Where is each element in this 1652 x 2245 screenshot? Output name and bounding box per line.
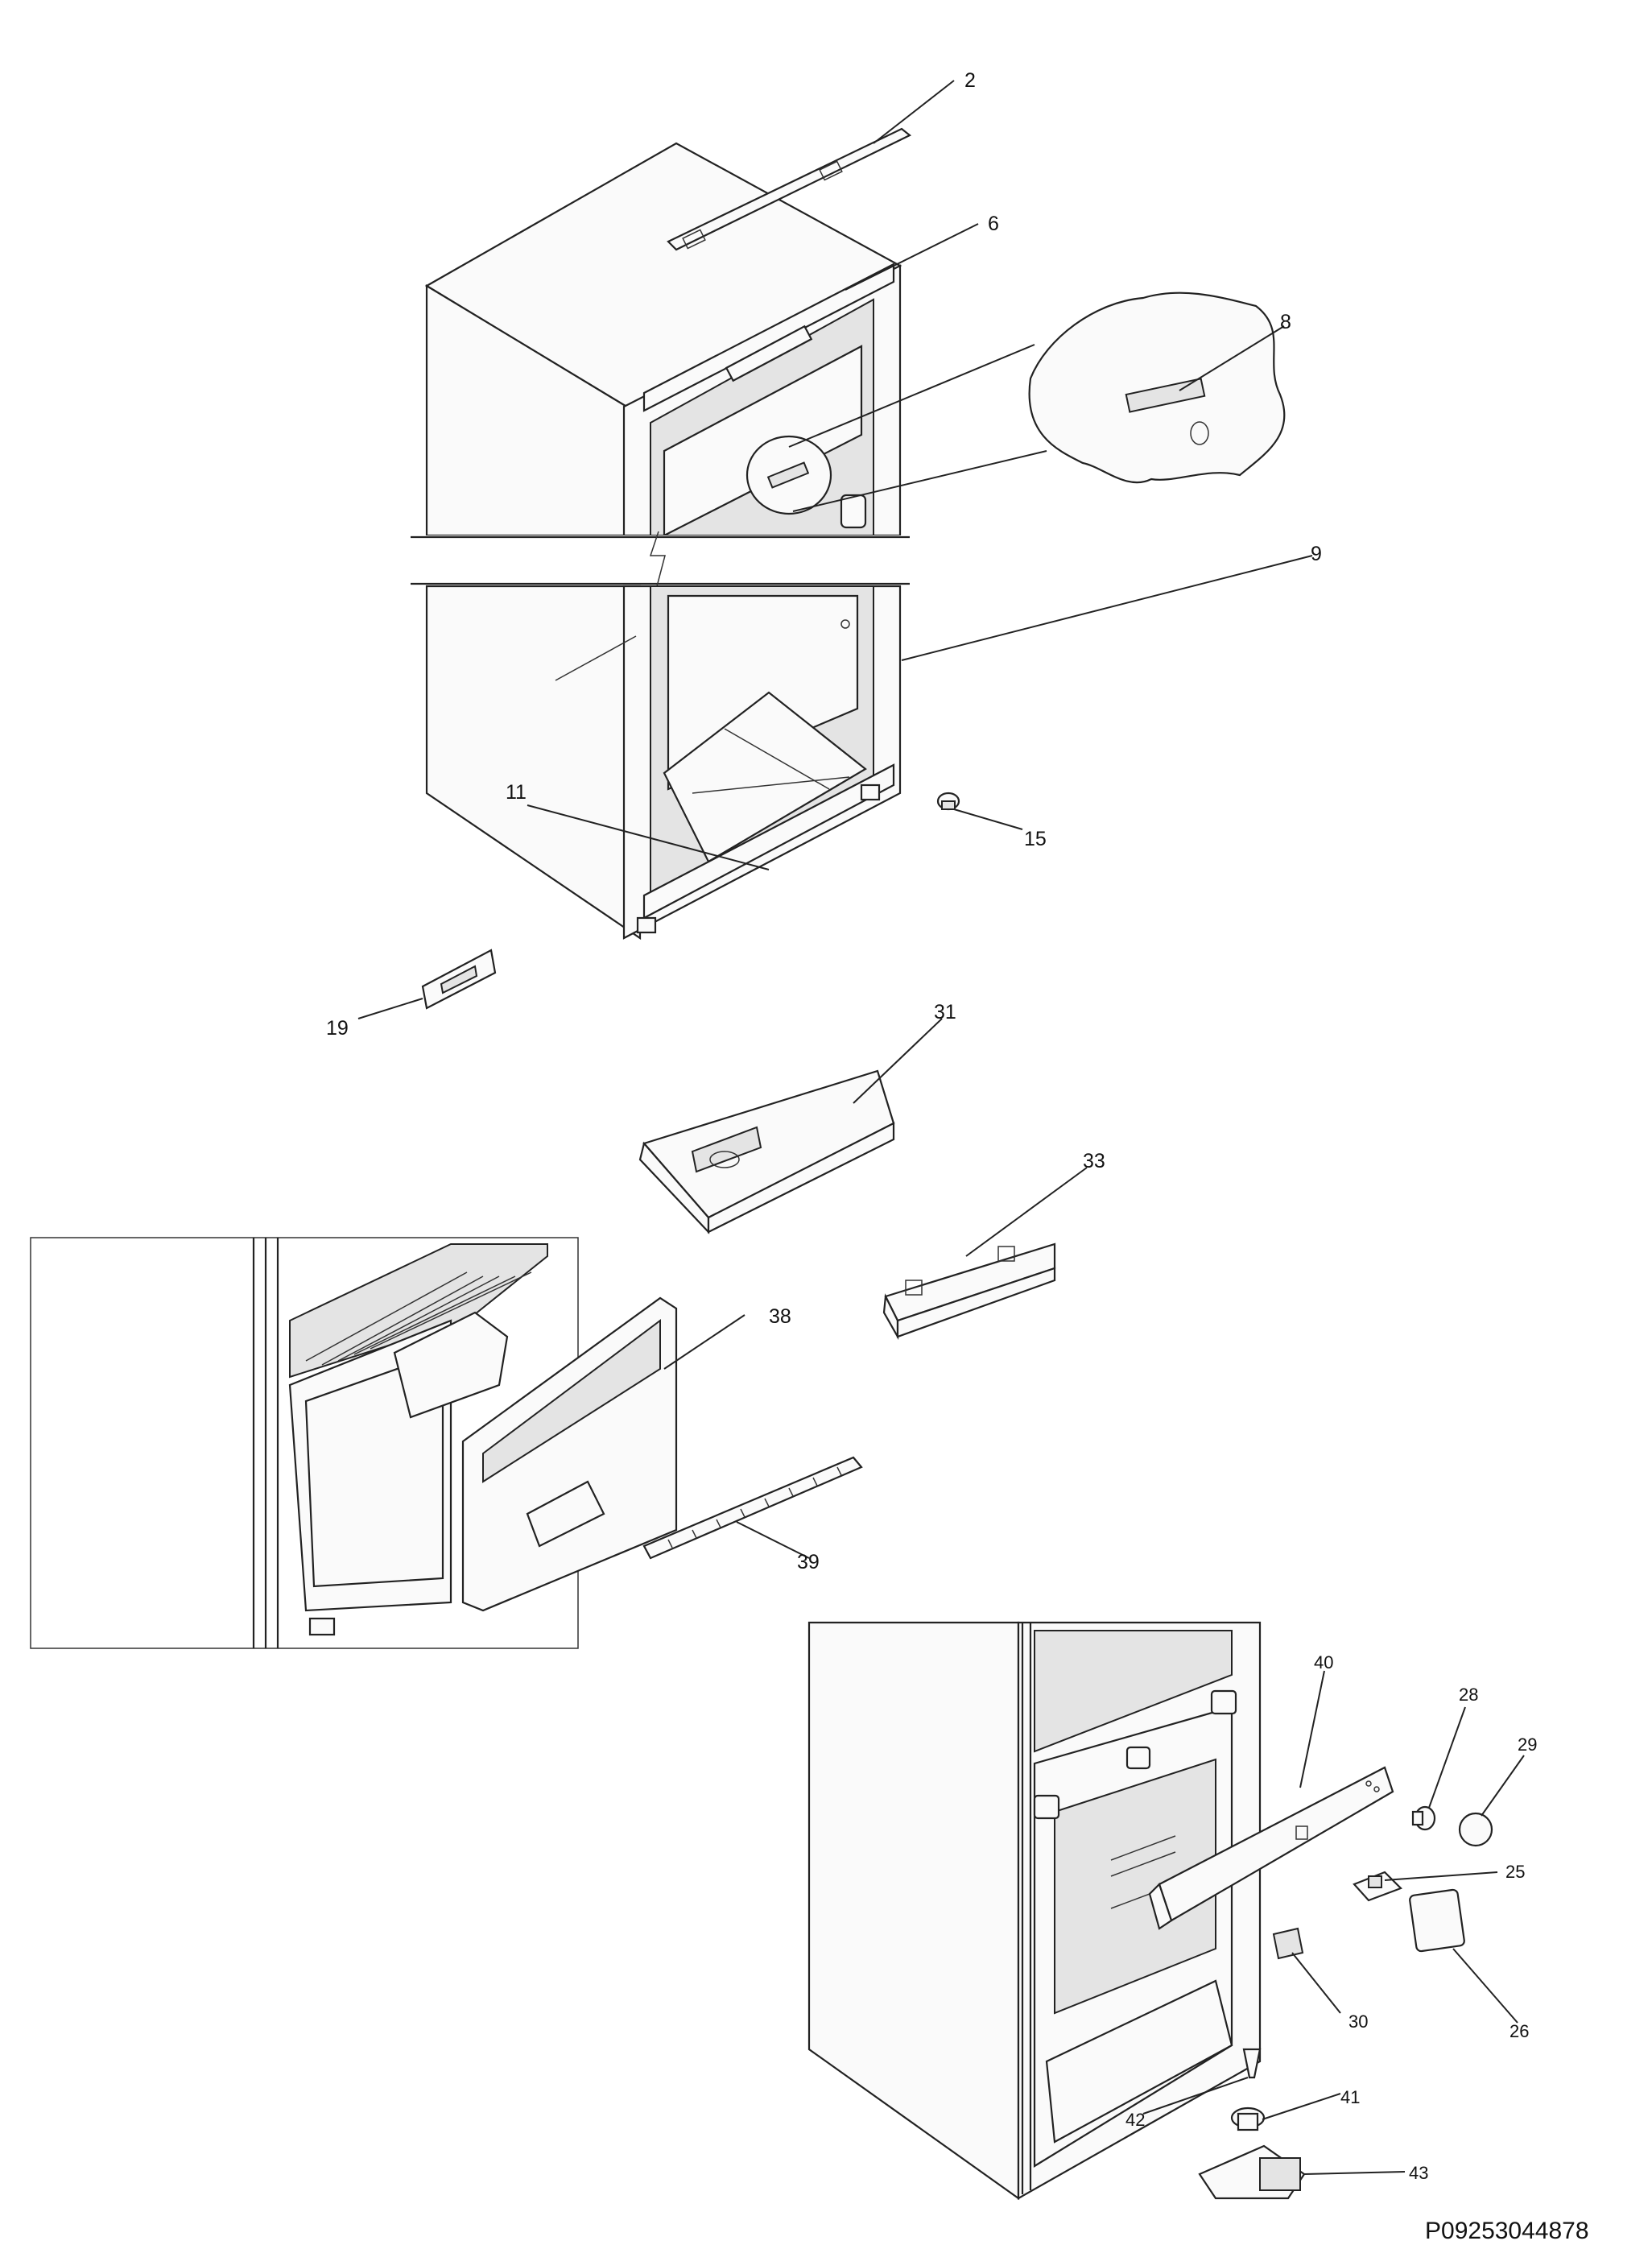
part-41-grommet [1230, 2106, 1266, 2131]
part-40-bracket [1148, 1766, 1394, 1930]
part-30-pad [1272, 1927, 1304, 1960]
detail-callout-8 [788, 291, 1286, 512]
callout-19: 19 [326, 1017, 349, 1040]
part-25-hinge [1353, 1871, 1402, 1902]
part-26-cover [1409, 1888, 1465, 1953]
drawing-number: P09253044878 [1425, 2218, 1589, 2244]
callout-43: 43 [1409, 2163, 1428, 2183]
part-29-cap [1458, 1812, 1493, 1847]
part-19-panel [421, 949, 497, 1010]
part-28-screw [1411, 1805, 1436, 1831]
part-15-plug [936, 792, 960, 811]
callout-2: 2 [964, 69, 976, 92]
callout-42: 42 [1125, 2110, 1145, 2130]
drawer-detail-panel [30, 1237, 678, 1649]
callout-29: 29 [1518, 1734, 1537, 1755]
callout-26: 26 [1510, 2021, 1529, 2041]
callout-9: 9 [1311, 543, 1322, 565]
leader-lines [357, 80, 1525, 2175]
cabinet-upper [411, 127, 912, 587]
cabinet-lower [425, 585, 902, 941]
callout-31: 31 [934, 1001, 956, 1023]
part-33-cover [882, 1242, 1056, 1341]
part-42-screw [1242, 2048, 1262, 2079]
callout-33: 33 [1083, 1150, 1105, 1172]
callout-28: 28 [1459, 1685, 1478, 1705]
cabinet-front-view [807, 1621, 1262, 2201]
callout-40: 40 [1314, 1652, 1333, 1672]
callout-41: 41 [1340, 2087, 1360, 2107]
callout-8: 8 [1280, 311, 1291, 333]
callout-15: 15 [1024, 828, 1047, 850]
part-39-trim [642, 1456, 863, 1560]
part-31-housing [638, 1069, 895, 1234]
callout-39: 39 [797, 1551, 820, 1573]
callout-labels: 2 6 8 9 11 15 19 31 33 38 39 40 28 29 25… [326, 69, 1537, 2183]
callout-11: 11 [506, 781, 527, 804]
part-43-foot [1198, 2144, 1306, 2200]
callout-6: 6 [988, 213, 999, 235]
callout-38: 38 [769, 1305, 791, 1328]
callout-30: 30 [1348, 2011, 1368, 2032]
callout-25: 25 [1505, 1862, 1525, 1882]
